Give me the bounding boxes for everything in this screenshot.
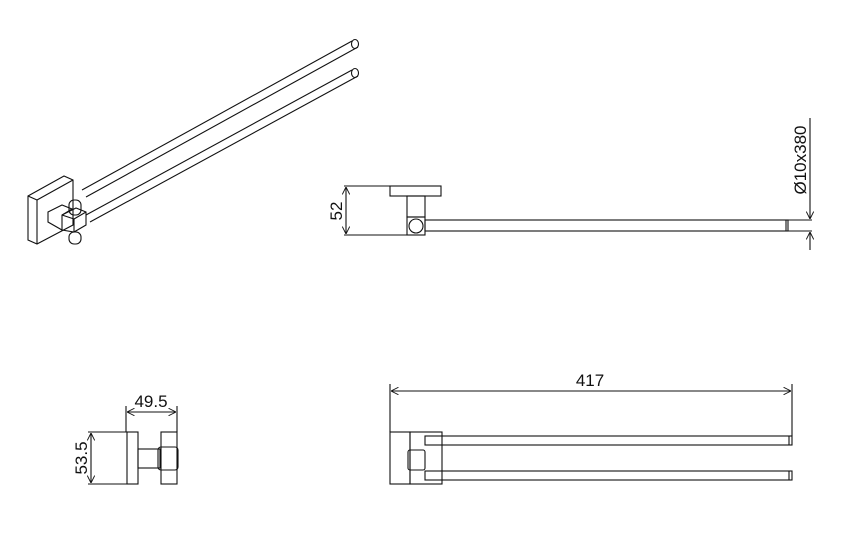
dim-end-width: 49.5 [134, 392, 167, 411]
lower-bar [424, 470, 793, 481]
end-view: 49.5 53.5 [72, 392, 179, 485]
side-view: 52 Ø10x380 [327, 118, 812, 250]
stem [406, 195, 426, 218]
knuckle [406, 216, 426, 236]
swivel-knuckle [47, 199, 87, 245]
wall-plate [27, 175, 74, 245]
dim-side-height: 52 [327, 202, 346, 221]
upper-bar [81, 38, 360, 198]
upper-bar [424, 435, 793, 446]
dim-total-length: 417 [576, 371, 604, 390]
stem [137, 448, 161, 469]
bar [424, 219, 789, 232]
dim-end-height: 53.5 [72, 441, 91, 474]
bracket [409, 431, 443, 485]
isometric-view [27, 38, 360, 245]
knuckle [407, 449, 426, 471]
wall-plate [389, 431, 411, 485]
dim-bar-spec: Ø10x380 [791, 126, 810, 195]
knuckle [157, 446, 179, 471]
lower-bar [85, 67, 360, 223]
wall-plate [389, 185, 442, 197]
wall-plate [126, 431, 139, 485]
front-view: 417 [389, 371, 793, 485]
bar-ends [160, 431, 178, 485]
